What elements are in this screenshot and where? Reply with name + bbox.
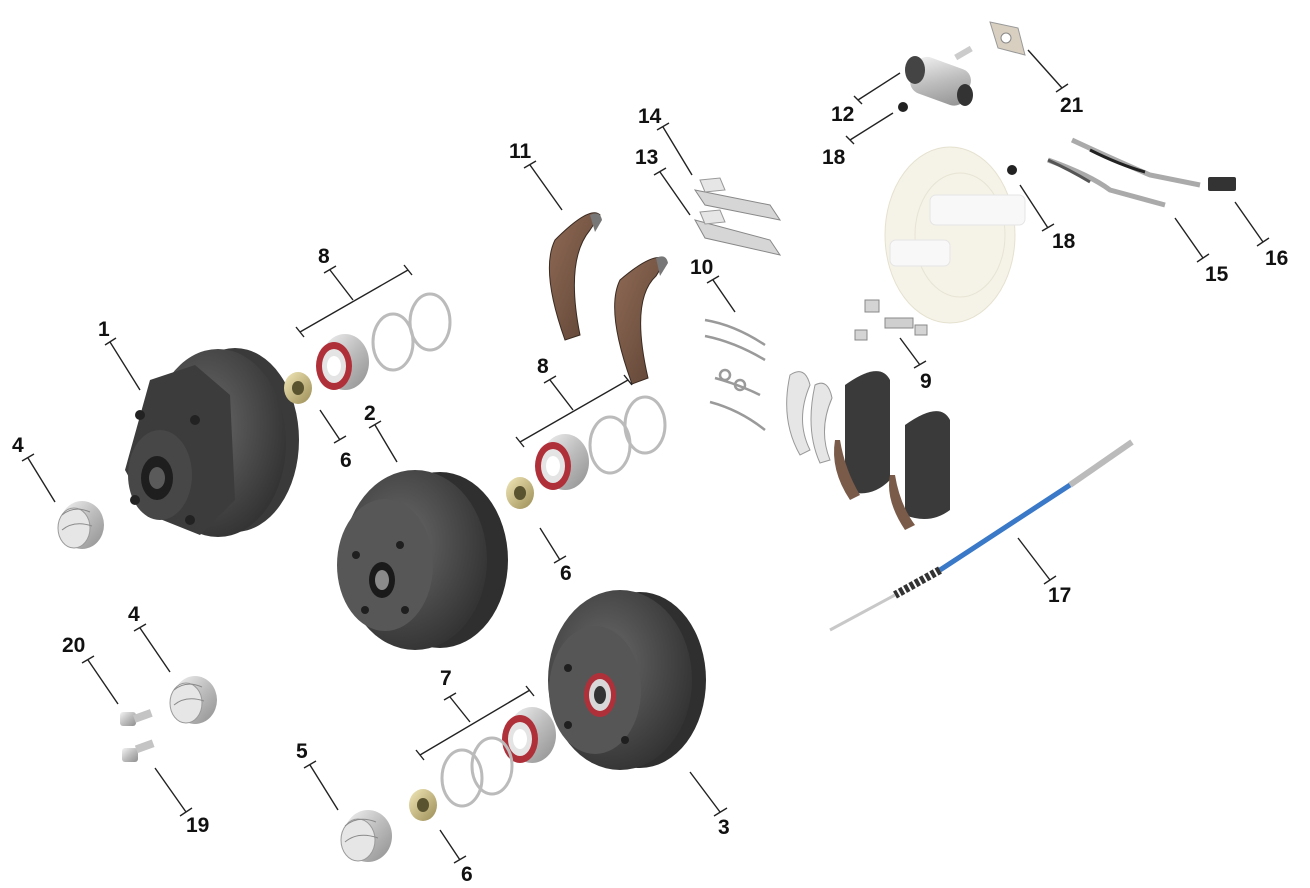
callout-19: 19	[186, 814, 209, 837]
bearing-set-8b	[535, 395, 667, 490]
axle-nut-6b	[506, 477, 534, 509]
callout-6b: 6	[560, 562, 572, 585]
hub-cap-4a	[57, 501, 104, 549]
bleed-cap-18a	[898, 102, 908, 112]
callout-18b: 18	[1052, 230, 1076, 253]
callout-4b: 4	[128, 603, 140, 626]
brake-shoe-11b	[614, 256, 668, 385]
bearing-set-8a	[316, 292, 452, 390]
callout-4a: 4	[12, 434, 24, 457]
callout-8b: 8	[537, 355, 549, 378]
shoe-levers	[786, 371, 833, 464]
brake-cable-16	[1070, 137, 1236, 191]
retainer-clip-13	[693, 209, 782, 256]
callout-18a: 18	[822, 146, 846, 169]
callout-9: 9	[920, 370, 932, 393]
callout-12: 12	[831, 103, 854, 126]
callout-3: 3	[718, 816, 730, 839]
callout-11: 11	[509, 140, 532, 163]
bolt-19	[122, 739, 155, 762]
hub-cap-4b	[169, 676, 217, 724]
backplate	[884, 146, 1026, 324]
bleed-cap-18b	[1007, 165, 1017, 175]
lined-shoe-right-b	[889, 411, 950, 530]
callout-10: 10	[690, 256, 713, 279]
callout-21: 21	[1060, 94, 1084, 117]
mounting-plate-21	[989, 21, 1026, 56]
brake-drum-2	[337, 470, 508, 650]
axle-nut-6a	[284, 372, 312, 404]
callout-13: 13	[635, 146, 658, 169]
leader-lines	[21, 49, 1270, 864]
callout-8a: 8	[318, 245, 330, 268]
callout-20: 20	[62, 634, 85, 657]
hub-drum-1	[125, 348, 299, 537]
callout-7: 7	[440, 667, 452, 690]
brake-shoe-11a	[548, 212, 602, 341]
callout-16: 16	[1265, 247, 1288, 270]
brake-cable-15	[1047, 157, 1166, 208]
wheel-cylinder-12	[905, 45, 973, 106]
callout-15: 15	[1205, 263, 1229, 286]
brake-drum-3	[548, 590, 706, 770]
return-springs-10	[704, 318, 766, 431]
callout-6c: 6	[461, 863, 473, 886]
axle-nut-6c	[409, 789, 437, 821]
callout-1: 1	[98, 318, 110, 341]
bearing-set-7	[440, 707, 556, 808]
brake-cable-17	[829, 439, 1134, 632]
callout-2: 2	[364, 402, 376, 425]
retainer-clip-14	[693, 177, 782, 221]
callout-6a: 6	[340, 449, 352, 472]
hub-cap-5	[340, 810, 392, 862]
callout-labels: 1 2 3 4 4 5 6 6 6 7 8 8 9 10 11 12 13 14…	[12, 94, 1288, 886]
lined-shoe-right-a	[834, 371, 890, 500]
adjuster-parts-9	[854, 299, 928, 341]
callout-5: 5	[296, 740, 308, 763]
callout-14: 14	[638, 105, 662, 128]
callout-17: 17	[1048, 584, 1071, 607]
bolt-20	[120, 709, 153, 726]
